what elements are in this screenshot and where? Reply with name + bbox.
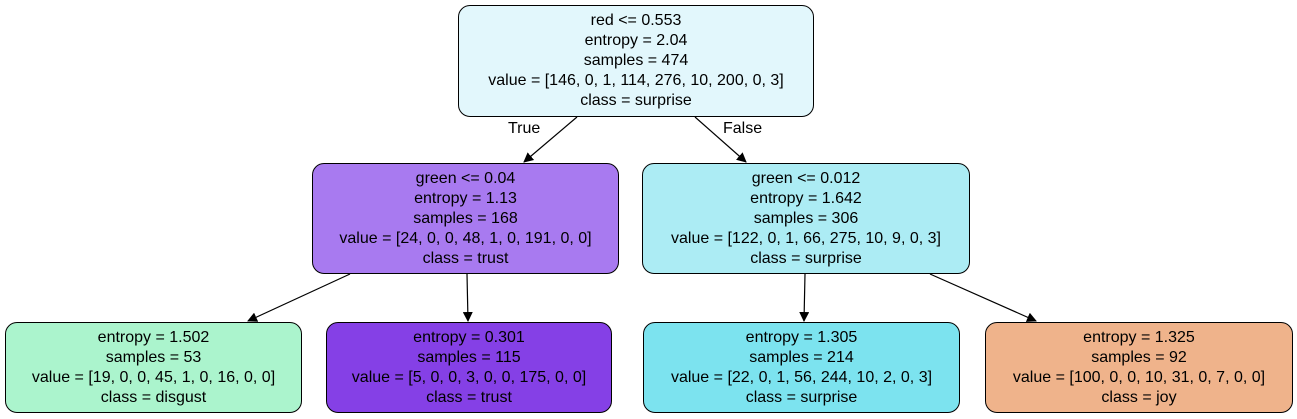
node-samples: samples = 115 (417, 348, 521, 366)
node-entropy: entropy = 1.13 (414, 189, 517, 207)
edge-n2-n5 (799, 273, 810, 322)
tree-leaf-joy: entropy = 1.325 samples = 92 value = [10… (985, 322, 1293, 413)
node-class: class = joy (1101, 388, 1177, 406)
edge-n2-n6 (929, 273, 1037, 322)
node-split-condition: green <= 0.012 (751, 169, 861, 187)
node-split-condition: red <= 0.553 (590, 12, 682, 29)
tree-leaf-disgust: entropy = 1.502 samples = 53 value = [19… (5, 322, 302, 413)
node-class: class = trust (426, 388, 512, 406)
node-samples: samples = 168 (413, 209, 518, 227)
node-entropy: entropy = 1.642 (750, 189, 862, 207)
node-entropy: entropy = 1.325 (1083, 328, 1195, 346)
node-entropy: entropy = 1.305 (745, 328, 858, 346)
tree-node-right: green <= 0.012 entropy = 1.642 samples =… (642, 163, 970, 274)
node-value: value = [5, 0, 0, 3, 0, 0, 175, 0, 0] (351, 368, 587, 386)
tree-node-root: red <= 0.553 entropy = 2.04 samples = 47… (458, 5, 814, 117)
node-value: value = [122, 0, 1, 66, 275, 10, 9, 0, 3… (671, 229, 941, 247)
edge-label-false: False (723, 120, 763, 137)
node-entropy: entropy = 0.301 (413, 328, 525, 346)
node-samples: samples = 92 (1091, 348, 1187, 366)
node-split-condition: green <= 0.04 (415, 169, 516, 187)
node-samples: samples = 53 (105, 348, 202, 366)
edge-n0-n2 (694, 116, 747, 163)
edge-n1-n3 (247, 273, 351, 322)
node-class: class = disgust (100, 388, 207, 406)
node-samples: samples = 214 (749, 348, 854, 366)
node-value: value = [100, 0, 0, 10, 31, 0, 7, 0, 0] (1012, 368, 1266, 386)
tree-leaf-trust: entropy = 0.301 samples = 115 value = [5… (326, 322, 612, 413)
edge-n0-n1 (523, 116, 578, 163)
node-class: class = surprise (580, 92, 692, 109)
node-value: value = [22, 0, 1, 56, 244, 10, 2, 0, 3] (670, 368, 933, 386)
edge-n1-n4 (462, 273, 473, 322)
tree-leaf-surprise: entropy = 1.305 samples = 214 value = [2… (643, 322, 960, 413)
node-samples: samples = 306 (753, 209, 859, 227)
node-value: value = [24, 0, 0, 48, 1, 0, 191, 0, 0] (339, 229, 592, 247)
node-class: class = surprise (745, 388, 858, 406)
edge-label-true: True (508, 120, 541, 137)
node-entropy: entropy = 1.502 (97, 328, 210, 346)
node-entropy: entropy = 2.04 (584, 32, 688, 49)
tree-node-left: green <= 0.04 entropy = 1.13 samples = 1… (312, 163, 619, 274)
node-value: value = [19, 0, 0, 45, 1, 0, 16, 0, 0] (31, 368, 276, 386)
node-class: class = trust (422, 249, 509, 267)
node-samples: samples = 474 (583, 52, 689, 69)
node-class: class = surprise (750, 249, 862, 267)
node-value: value = [146, 0, 1, 114, 276, 10, 200, 0… (488, 72, 784, 89)
